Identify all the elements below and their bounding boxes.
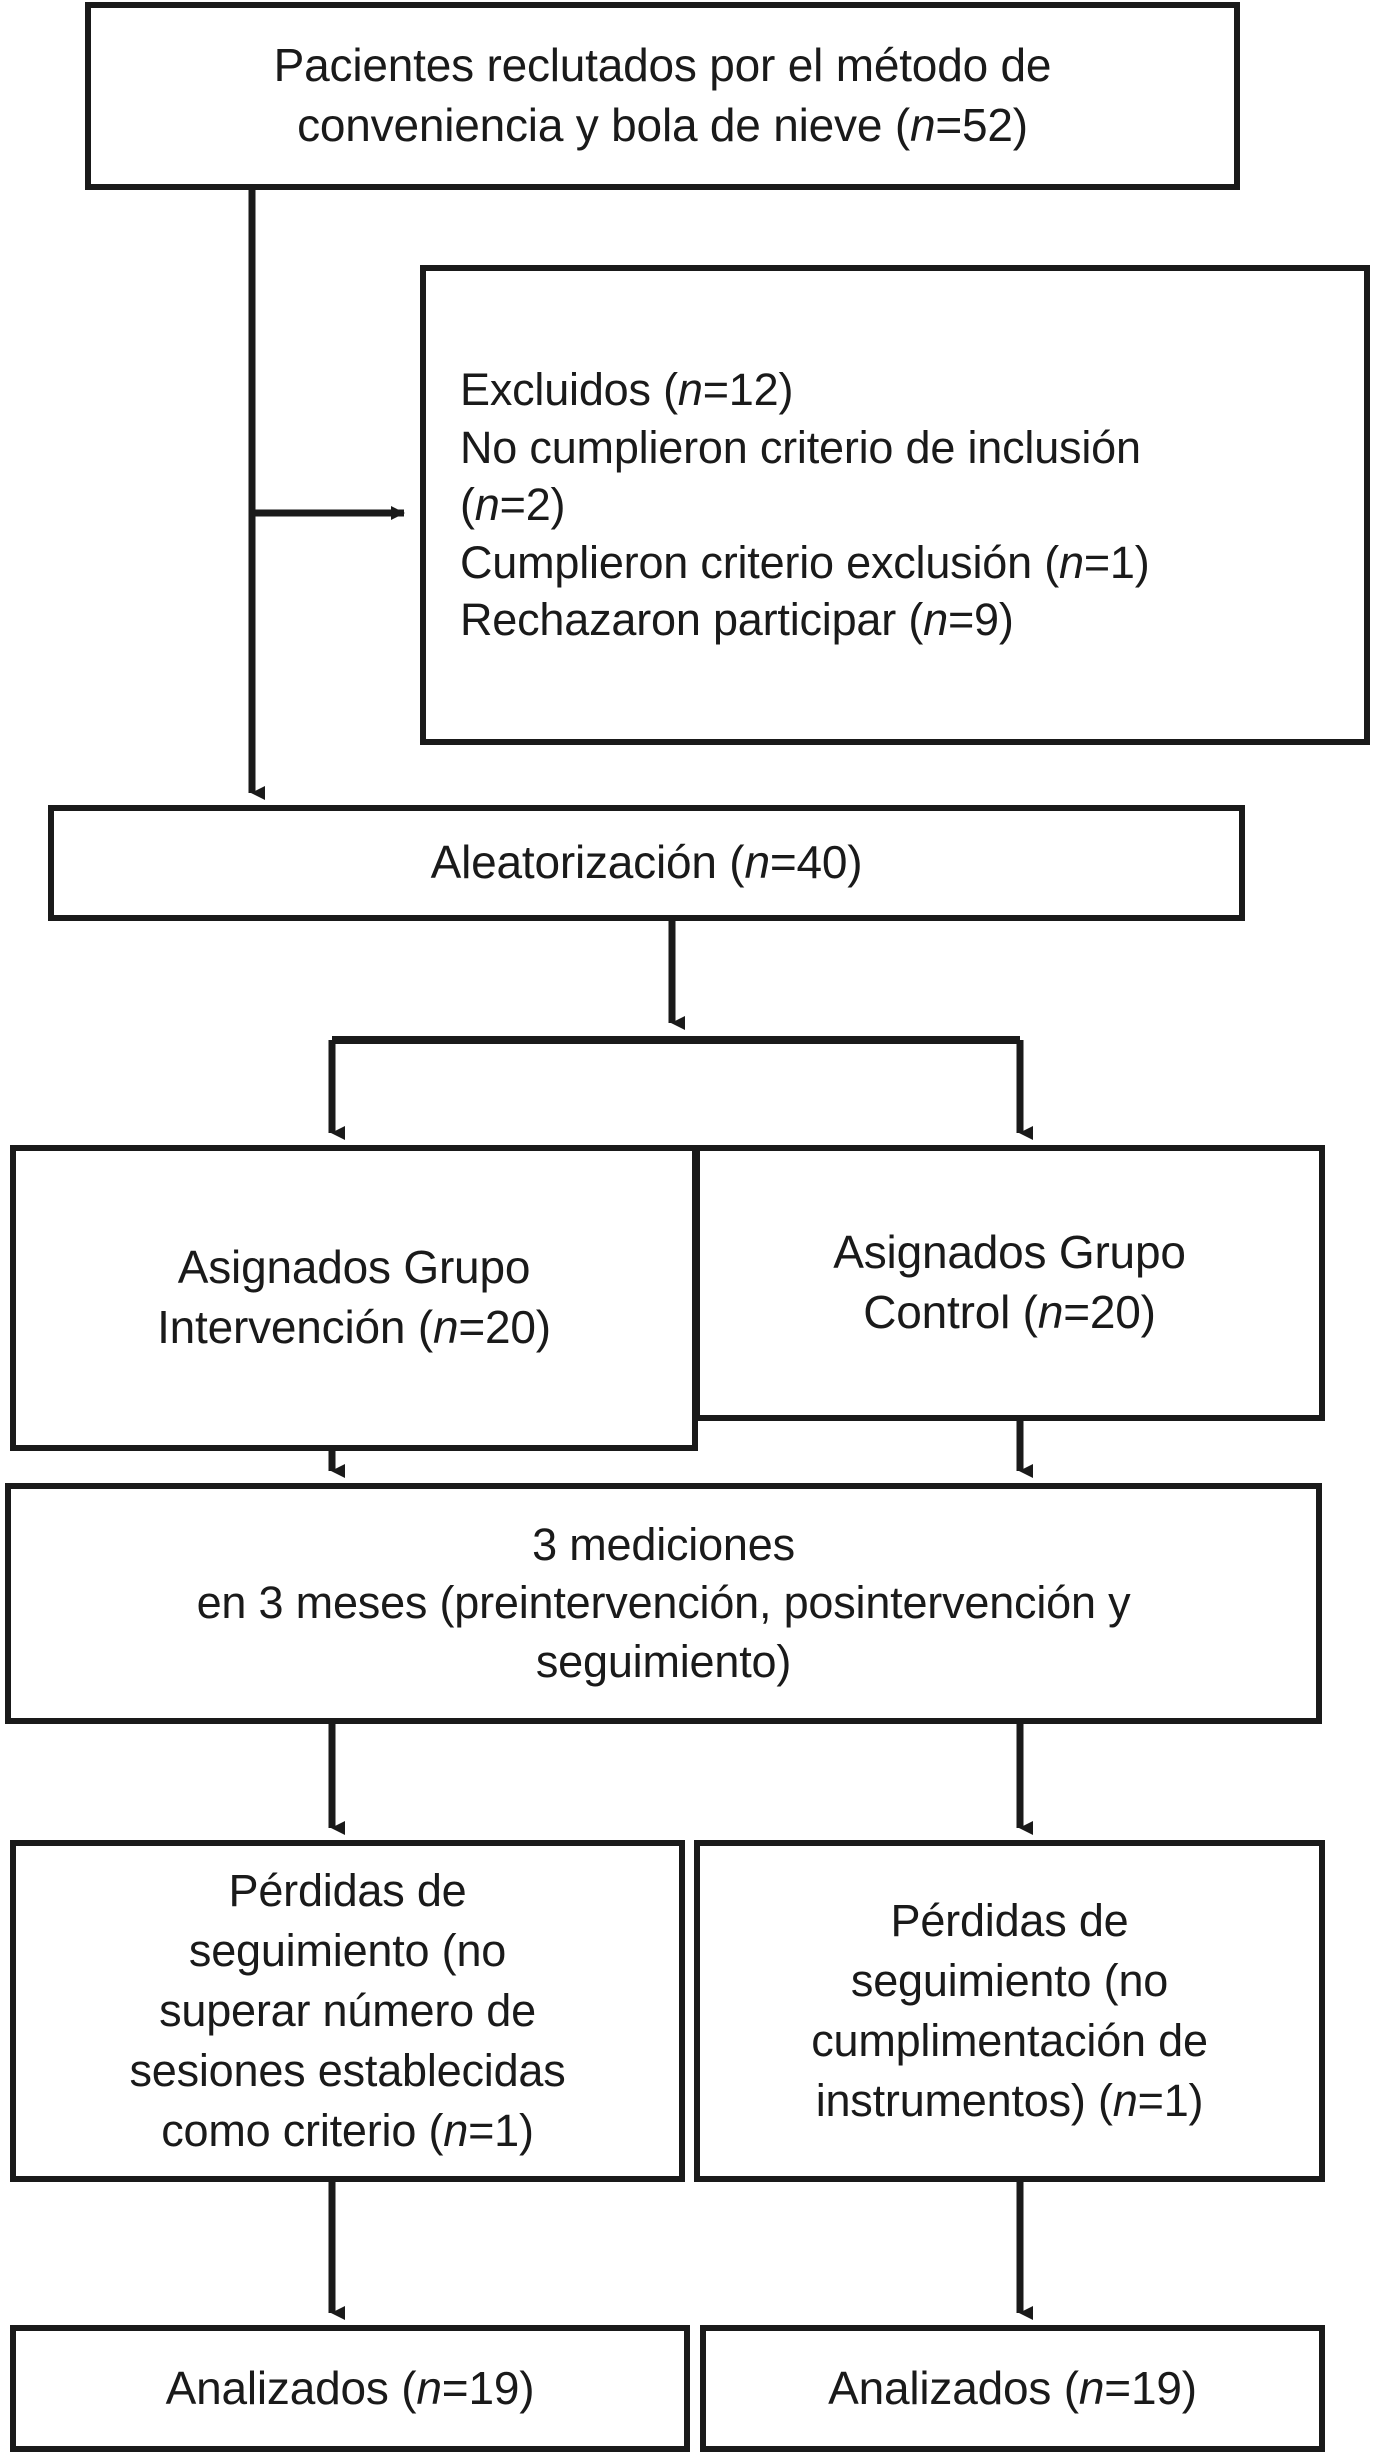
node-loss-control-line4-post: =1) <box>1137 2074 1204 2126</box>
node-loss-control: Pérdidas de seguimiento (no cumplimentació… <box>694 1840 1325 2182</box>
node-randomization-pre: Aleatorización ( <box>430 836 745 889</box>
n-symbol: n <box>474 479 500 531</box>
node-group-control-line2-pre: Control ( <box>863 1286 1038 1338</box>
node-loss-intervention-line1: Pérdidas de <box>228 1865 467 1917</box>
node-loss-intervention-text: Pérdidas de seguimiento (no superar número… <box>16 1861 679 2160</box>
node-excluded-line1-pre: Excluidos ( <box>460 364 678 416</box>
node-group-control-line2-post: =20) <box>1063 1286 1156 1338</box>
node-group-intervention-line2-pre: Intervención ( <box>157 1301 433 1353</box>
node-measures-line1: 3 mediciones <box>532 1518 795 1570</box>
node-loss-control-text: Pérdidas de seguimiento (no cumplimentació… <box>700 1891 1319 2130</box>
n-symbol: n <box>923 594 948 646</box>
node-analyzed-control-text: Analizados (n=19) <box>706 2359 1319 2419</box>
node-excluded-line2: No cumplieron criterio de inclusión <box>460 421 1141 473</box>
node-group-intervention-line1: Asignados Grupo <box>177 1241 531 1294</box>
node-excluded-line3-pre: ( <box>460 479 475 531</box>
n-symbol: n <box>677 364 703 416</box>
n-symbol: n <box>909 99 936 151</box>
node-excluded-line3-post: =2) <box>499 479 566 531</box>
n-symbol: n <box>432 1301 459 1353</box>
node-measures-line2: en 3 meses (preintervención, posinterven… <box>196 1577 1131 1629</box>
node-measures-text: 3 mediciones en 3 meses (preintervención,… <box>11 1516 1316 1692</box>
node-analyzed-intervention-pre: Analizados ( <box>165 2361 417 2414</box>
node-loss-control-line3: cumplimentación de <box>811 2015 1208 2066</box>
node-measures: 3 mediciones en 3 meses (preintervención,… <box>5 1483 1322 1724</box>
n-symbol: n <box>443 2104 469 2156</box>
node-randomization-text: Aleatorización (n=40) <box>54 833 1239 893</box>
node-loss-control-line1: Pérdidas de <box>890 1895 1129 1947</box>
node-excluded-line4-pre: Cumplieron criterio exclusión ( <box>460 536 1060 588</box>
node-recruited-line1: Pacientes reclutados por el método de <box>273 39 1052 92</box>
node-analyzed-intervention-text: Analizados (n=19) <box>16 2359 684 2419</box>
node-excluded-line4-post: =1) <box>1083 536 1150 588</box>
node-randomization: Aleatorización (n=40) <box>48 805 1245 921</box>
n-symbol: n <box>744 836 770 889</box>
n-symbol: n <box>1037 1286 1064 1338</box>
node-recruited-text: Pacientes reclutados por el método de con… <box>91 36 1234 156</box>
node-analyzed-control-pre: Analizados ( <box>828 2361 1079 2414</box>
node-excluded-line5-pre: Rechazaron participar ( <box>460 594 924 646</box>
edge-randomization-split <box>328 921 1033 1140</box>
node-group-intervention-line2-post: =20) <box>458 1301 551 1353</box>
node-measures-line3: seguimiento) <box>535 1635 792 1687</box>
node-analyzed-intervention: Analizados (n=19) <box>10 2325 690 2452</box>
node-loss-control-line4-pre: instrumentos) ( <box>815 2074 1113 2126</box>
node-recruited-line2-pre: conveniencia y bola de nieve ( <box>297 99 910 151</box>
node-loss-intervention-line3: superar número de <box>159 1985 536 2037</box>
n-symbol: n <box>1078 2361 1105 2414</box>
n-symbol: n <box>416 2361 442 2414</box>
node-loss-intervention-line5-post: =1) <box>468 2104 534 2156</box>
n-symbol: n <box>1059 536 1084 588</box>
node-loss-control-line2: seguimiento (no <box>850 1955 1169 2007</box>
node-analyzed-intervention-post: =19) <box>441 2361 535 2414</box>
node-excluded-line5-post: =9) <box>947 594 1014 646</box>
node-excluded-line1-post: =12) <box>702 364 794 416</box>
n-symbol: n <box>1112 2074 1138 2126</box>
node-group-control-line1: Asignados Grupo <box>833 1226 1186 1279</box>
node-excluded-text: Excluidos (n=12)No cumplieron criterio d… <box>426 361 1364 649</box>
node-loss-intervention-line5-pre: como criterio ( <box>161 2104 444 2156</box>
node-randomization-post: =40) <box>769 836 863 889</box>
node-analyzed-control-post: =19) <box>1104 2361 1197 2414</box>
node-recruited: Pacientes reclutados por el método de con… <box>85 2 1240 190</box>
node-excluded: Excluidos (n=12)No cumplieron criterio d… <box>420 265 1370 745</box>
node-loss-intervention-line2: seguimiento (no <box>188 1925 507 1977</box>
node-loss-intervention: Pérdidas de seguimiento (no superar número… <box>10 1840 685 2182</box>
node-analyzed-control: Analizados (n=19) <box>700 2325 1325 2452</box>
node-loss-intervention-line4: sesiones establecidas <box>129 2044 566 2096</box>
node-recruited-line2-post: =52) <box>935 99 1028 151</box>
